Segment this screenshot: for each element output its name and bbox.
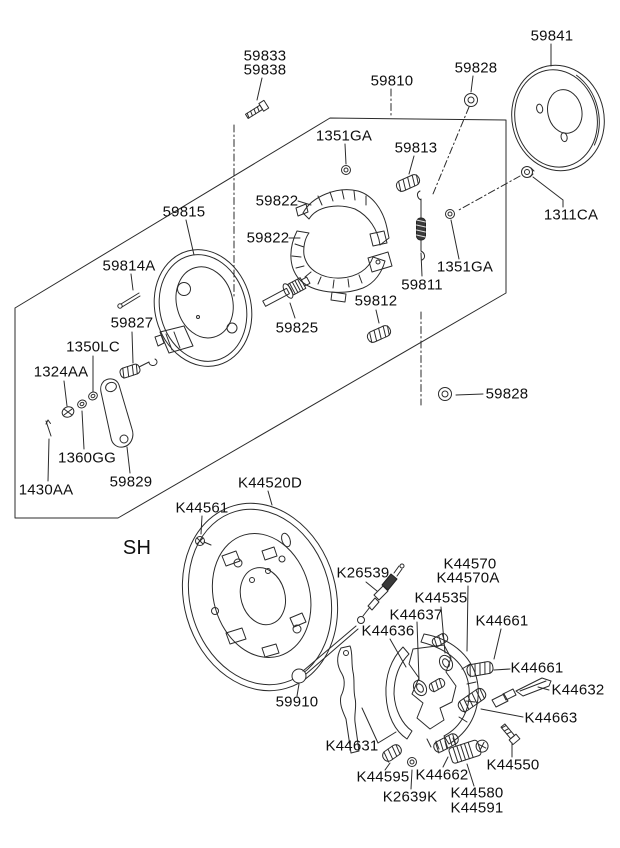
part-label-59812: 59812 — [354, 292, 398, 310]
adjuster-body-k44580 — [448, 739, 489, 764]
lower-shoe-cluster — [385, 633, 479, 750]
leader-lines — [47, 43, 564, 790]
part-label-1360gg: 1360GG — [58, 449, 116, 467]
part-label-k44570: K44570 — [443, 555, 497, 573]
part-label-k44663: K44663 — [524, 709, 578, 727]
part-label-1351ga-top: 1351GA — [315, 127, 373, 145]
part-label-59813: 59813 — [394, 139, 438, 157]
parking-cable-rod — [291, 563, 405, 684]
part-label-59833: 59833 — [243, 47, 287, 65]
part-label-1351ga-mid: 1351GA — [436, 258, 494, 276]
part-label-k44535: K44535 — [414, 589, 468, 607]
part-label-k44591: K44591 — [450, 799, 504, 817]
part-label-k44637: K44637 — [389, 606, 443, 624]
part-label-k44632: K44632 — [551, 681, 605, 699]
part-label-k26539: K26539 — [336, 564, 390, 582]
upper-backing-plate — [153, 249, 253, 367]
part-label-59815: 59815 — [162, 203, 206, 221]
section-marker-sh: SH — [122, 537, 152, 559]
part-label-59828-top: 59828 — [454, 59, 498, 77]
screw-k44561 — [195, 536, 212, 546]
nut-washer-row — [61, 391, 98, 418]
part-label-59811: 59811 — [401, 276, 443, 294]
part-label-1350lc: 1350LC — [66, 338, 120, 356]
brake-shoe-lower — [290, 230, 393, 303]
part-label-k44662: K44662 — [415, 766, 469, 784]
part-label-k44631: K44631 — [325, 737, 379, 755]
part-label-59827: 59827 — [110, 314, 154, 332]
nut-k2639k — [407, 757, 417, 767]
wheel-cylinder-59825 — [262, 276, 311, 307]
part-label-1430aa: 1430AA — [18, 481, 74, 499]
part-label-59825: 59825 — [275, 319, 319, 337]
spring-59812 — [366, 325, 392, 344]
part-label-k2639k: K2639K — [382, 788, 438, 806]
brake-shoe-upper — [295, 189, 390, 247]
part-label-k44636: K44636 — [361, 622, 415, 640]
part-label-k44550: K44550 — [486, 756, 540, 774]
lower-backing-plate — [181, 502, 339, 692]
adjuster-spring-k44662 — [433, 733, 459, 754]
coil-inner-a — [428, 678, 446, 693]
brake-drum — [511, 64, 605, 172]
reference-lines — [233, 88, 521, 406]
spring-59827 — [119, 358, 158, 379]
lever-k44632 — [491, 677, 552, 708]
spring-59811 — [416, 190, 426, 261]
cotter-pin-1430aa — [45, 419, 52, 437]
part-label-k44520d: K44520D — [238, 474, 302, 492]
spring-k44661 — [466, 661, 494, 678]
part-label-59822-a: 59822 — [255, 192, 299, 210]
parking-lever-59829 — [100, 378, 134, 448]
part-label-59829: 59829 — [109, 473, 153, 491]
part-label-1311ca: 1311CA — [543, 206, 599, 224]
part-label-k44580: K44580 — [450, 784, 504, 802]
part-label-59910: 59910 — [275, 693, 319, 711]
part-label-k44570a: K44570A — [436, 569, 500, 587]
spring-59813 — [395, 174, 421, 193]
bolt-59833 — [244, 99, 270, 119]
part-label-k44561: K44561 — [175, 499, 229, 517]
spring-k44595 — [382, 744, 402, 763]
part-label-k44595: K44595 — [356, 768, 410, 786]
part-label-59828-mid: 59828 — [485, 385, 529, 403]
part-label-59810: 59810 — [370, 72, 414, 90]
pin-59814a — [117, 292, 141, 309]
part-label-k44661-a: K44661 — [475, 612, 529, 630]
upper-zone-outline — [14, 117, 507, 519]
spring-k44663 — [457, 687, 487, 713]
coil-inner-b — [431, 633, 449, 648]
part-label-1324aa: 1324AA — [33, 363, 89, 381]
nuts-upper — [341, 93, 535, 401]
part-label-k44661-b: K44661 — [510, 659, 564, 677]
part-label-59841: 59841 — [530, 27, 574, 45]
part-label-59822-b: 59822 — [246, 229, 290, 247]
part-label-59838: 59838 — [243, 61, 287, 79]
part-label-59814a: 59814A — [102, 257, 156, 275]
bolt-k44550 — [500, 723, 521, 746]
parking-lever-strip — [337, 645, 360, 754]
